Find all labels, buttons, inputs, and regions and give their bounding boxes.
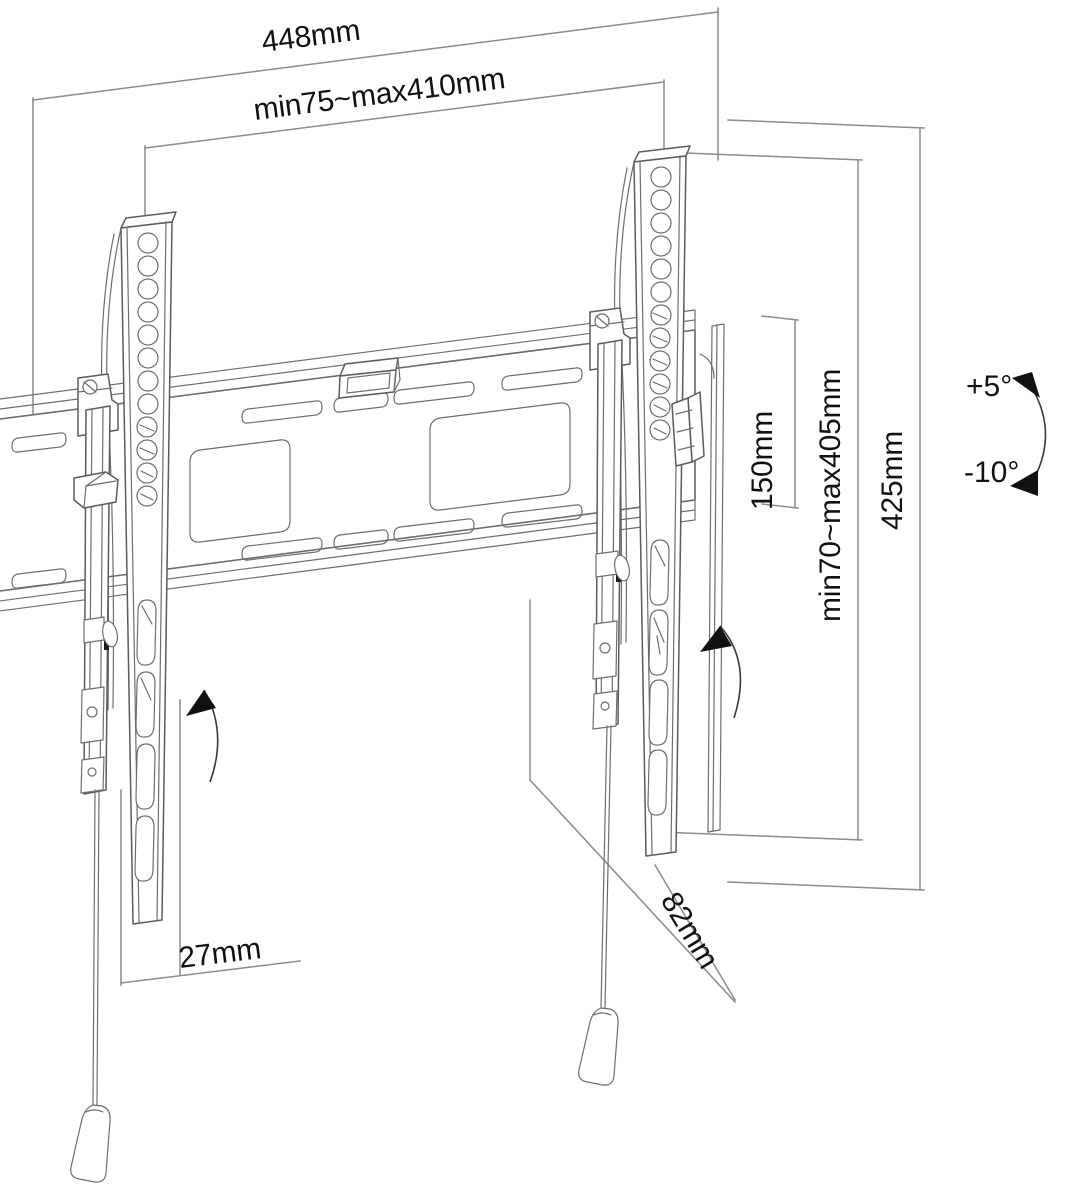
label-profile-depth: 82mm [654, 887, 725, 975]
right-tilt-mechanism [589, 307, 725, 833]
label-depth-from-wall: 27mm [177, 932, 263, 975]
dimension-lines [32, 7, 925, 1004]
right-release-cord [578, 725, 619, 1086]
right-vertical-arm [613, 145, 691, 857]
tilt-angle-arrow [1010, 372, 1047, 496]
right-rotation-arrow [700, 625, 742, 719]
label-tilt-up: +5° [966, 370, 1012, 403]
label-bracket-spacing: min75~max410mm [252, 62, 507, 127]
label-overall-height: 425mm [876, 431, 909, 530]
bubble-level [338, 357, 401, 399]
wall-plate [0, 309, 696, 612]
label-plate-height: 150mm [746, 411, 779, 510]
left-vertical-arm [100, 211, 177, 925]
label-tilt-down: -10° [964, 456, 1019, 489]
left-tilt-mechanism [73, 373, 119, 795]
adjustment-knob [671, 391, 705, 467]
label-vertical-range: min70~max405mm [814, 369, 847, 622]
label-overall-width: 448mm [260, 14, 362, 59]
left-release-cord [70, 789, 111, 1183]
left-rotation-arrow [186, 689, 219, 783]
